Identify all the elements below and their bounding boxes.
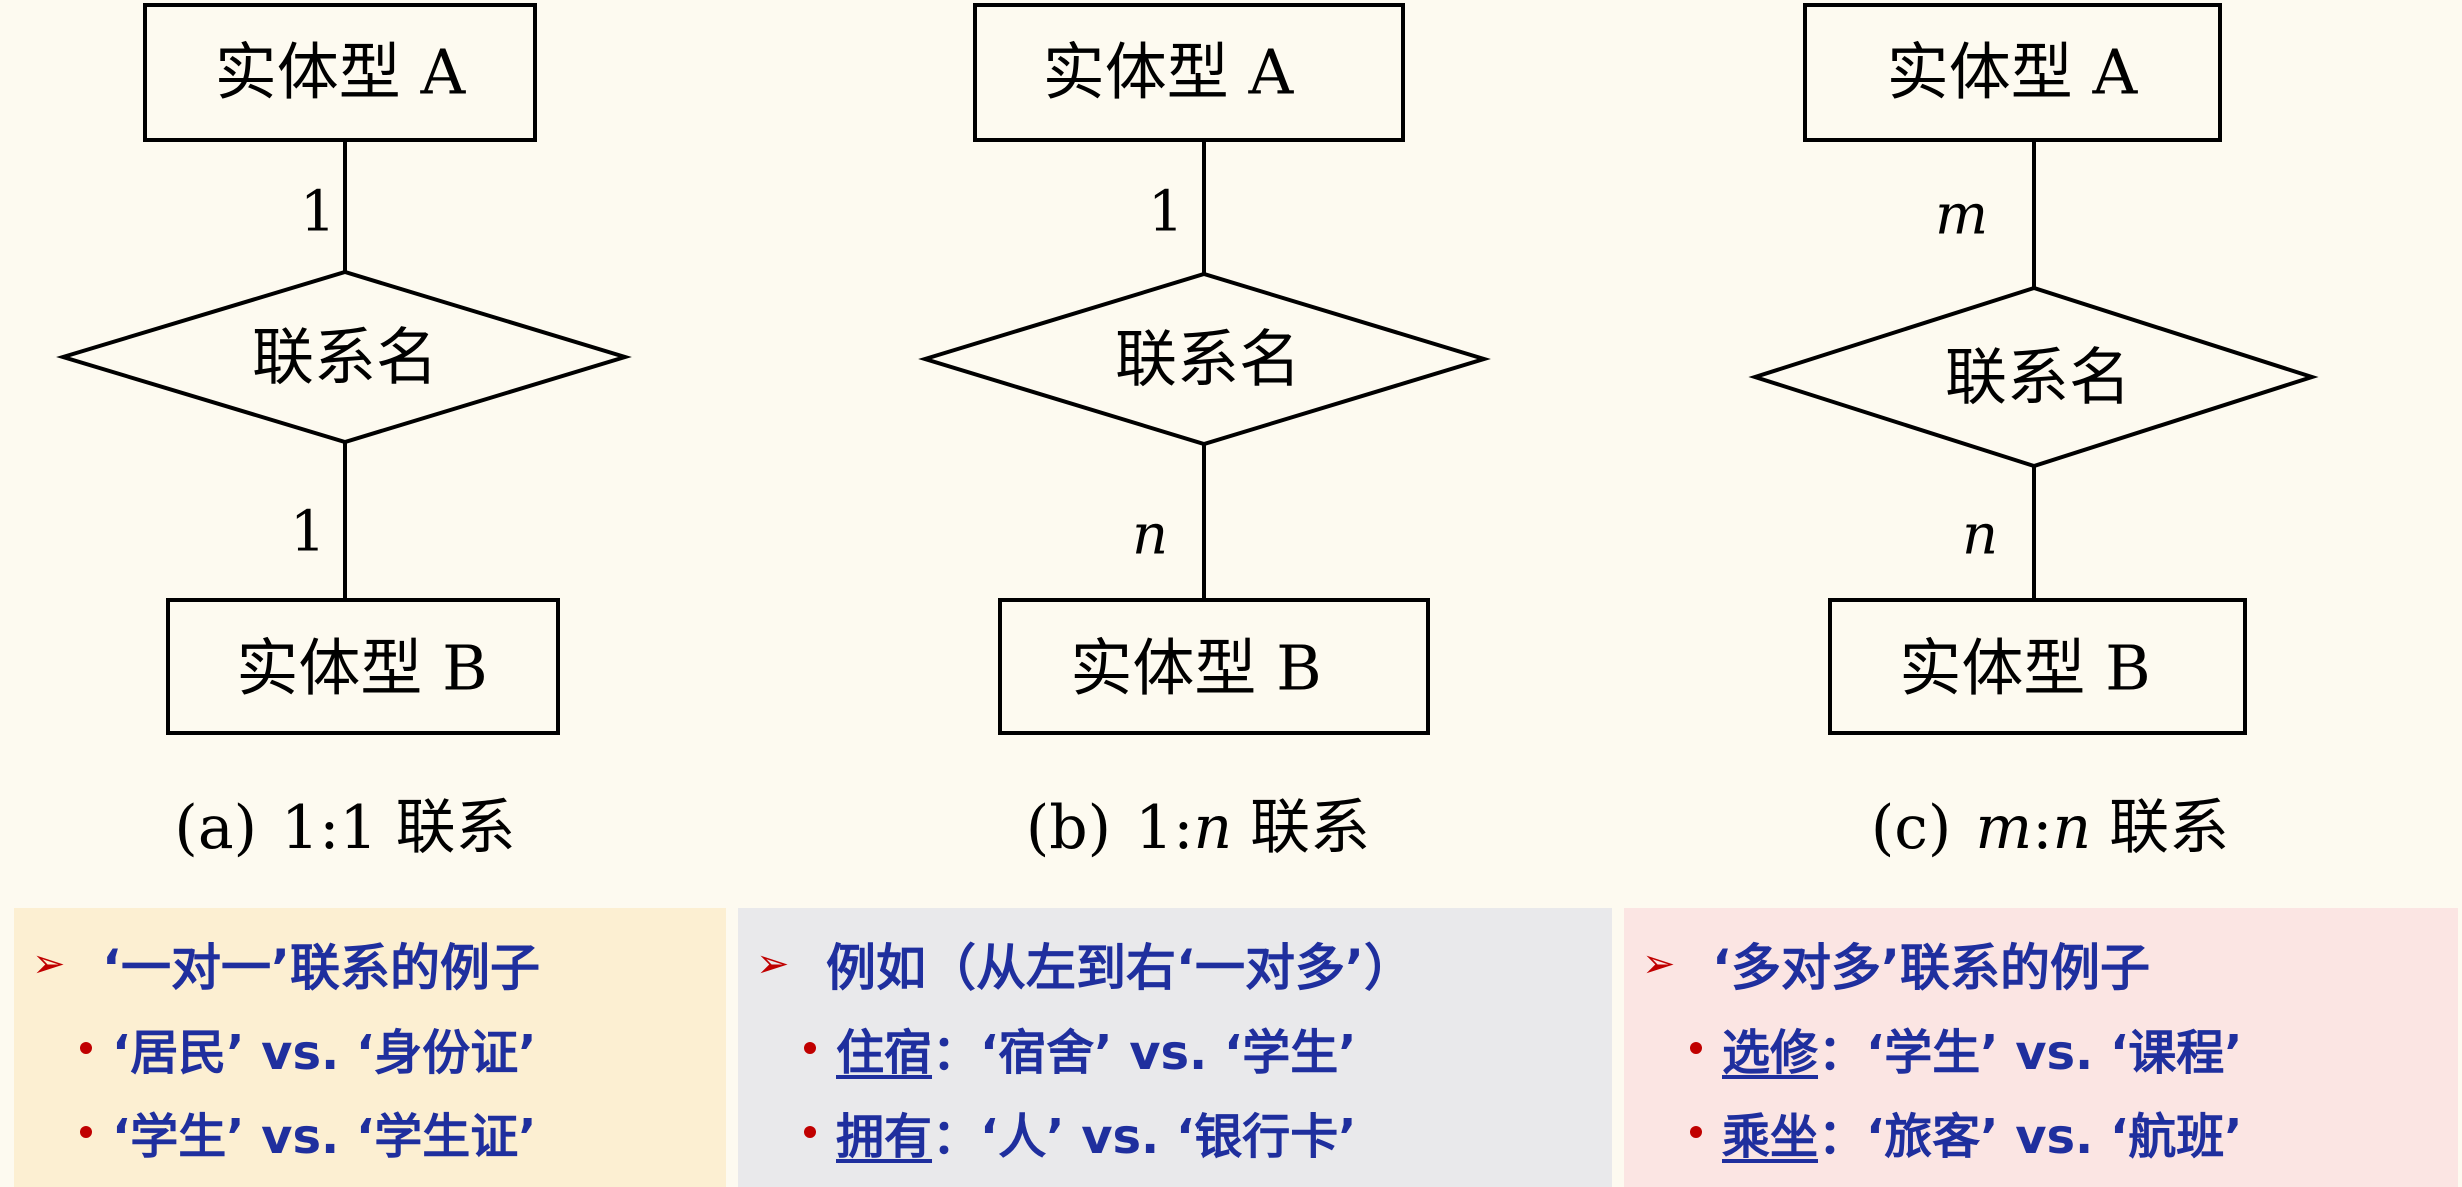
item-label: 乘坐 [1722,1109,1819,1165]
caption-ratio-b: 1 [339,793,377,863]
entity-b-label: 实体型 B [236,632,487,705]
relationship-label: 联系名 [1115,323,1301,396]
item-label: 拥有 [836,1109,933,1165]
list-item: 乘坐 ：‘旅客’ vs. ‘航班’ [1642,1090,2440,1174]
item-label: 住宿 [836,1025,933,1081]
dot-bullet-icon [80,1042,92,1054]
item-label: 选修 [1722,1025,1819,1081]
arrowhead-bullet-icon: ➢ [32,941,66,987]
dot-bullet-icon [80,1126,92,1138]
cardinality-bottom: 1 [290,500,326,565]
entity-a-label: 实体型 A [1043,36,1295,109]
caption: (b) 1:n 联系 [1026,793,1370,863]
cardinality-top: 1 [1148,180,1184,245]
item-text: ：‘旅客’ vs. ‘航班’ [1818,1109,2243,1165]
list-item: 住宿 ：‘宿舍’ vs. ‘学生’ [756,1006,1594,1090]
caption-ratio-a: 1 [281,793,319,863]
panel-many-to-many-examples: ➢ ‘多对多’联系的例子 选修 ：‘学生’ vs. ‘课程’ 乘坐 ：‘旅客’ … [1624,908,2458,1187]
entity-b-label: 实体型 B [1899,632,2150,705]
cardinality-top: 1 [300,180,336,245]
dot-bullet-icon [1690,1126,1702,1138]
caption-ratio-sep: : [1173,793,1193,863]
panel-heading-row: ➢ ‘一对一’联系的例子 [32,922,708,1006]
panel-heading-row: ➢ ‘多对多’联系的例子 [1642,922,2440,1006]
item-text: ：‘学生’ vs. ‘课程’ [1818,1025,2243,1081]
caption-ratio-a: m [1975,793,2032,863]
caption-suffix: 联系 [1250,793,1370,863]
caption: (c) m:n 联系 [1871,793,2229,863]
relationship-diamond [918,271,1491,447]
caption-prefix: (b) [1026,793,1111,863]
caption: (a) 1:1 联系 [174,793,515,863]
caption-prefix: (a) [174,793,257,863]
panel-heading: ‘一对一’联系的例子 [102,939,540,997]
caption-ratio-sep: : [2032,793,2052,863]
entity-a-box [973,3,1405,142]
item-text: ‘学生’ vs. ‘学生证’ [112,1109,537,1165]
caption-prefix: (c) [1871,793,1951,863]
entity-a-box [1803,3,2222,142]
entity-a-label: 实体型 A [1887,36,2139,109]
item-text: ：‘宿舍’ vs. ‘学生’ [932,1025,1357,1081]
entity-a-box [143,3,537,142]
cardinality-top: m [1935,183,1988,248]
dot-bullet-icon [1690,1042,1702,1054]
relationship-label: 联系名 [1945,341,2131,414]
caption-ratio-b: n [2052,793,2091,863]
cardinality-bottom: n [1962,503,1998,568]
panel-heading: 例如（从左到右‘一对多’） [826,939,1414,997]
item-text: ‘居民’ vs. ‘身份证’ [112,1025,537,1081]
dot-bullet-icon [804,1042,816,1054]
panel-heading: ‘多对多’联系的例子 [1712,939,2150,997]
entity-b-box [1828,598,2247,735]
dot-bullet-icon [804,1126,816,1138]
caption-ratio-sep: : [319,793,339,863]
caption-ratio-a: 1 [1135,793,1173,863]
panel-one-to-one-examples: ➢ ‘一对一’联系的例子 ‘居民’ vs. ‘身份证’ ‘学生’ vs. ‘学生… [14,908,726,1187]
relationship-label: 联系名 [252,321,438,394]
caption-suffix: 联系 [396,793,516,863]
caption-ratio-b: n [1193,793,1232,863]
list-item: ‘学生’ vs. ‘学生证’ [32,1090,708,1174]
relationship-diamond [1748,285,2319,469]
entity-b-label: 实体型 B [1070,632,1321,705]
item-text: ：‘人’ vs. ‘银行卡’ [932,1109,1357,1165]
entity-a-label: 实体型 A [215,36,467,109]
relationship-diamond [56,269,632,445]
cardinality-bottom: n [1132,503,1168,568]
list-item: ‘居民’ vs. ‘身份证’ [32,1006,708,1090]
entity-b-box [166,598,560,735]
caption-suffix: 联系 [2109,793,2229,863]
panel-one-to-many-examples: ➢ 例如（从左到右‘一对多’） 住宿 ：‘宿舍’ vs. ‘学生’ 拥有 ：‘人… [738,908,1612,1187]
list-item: 选修 ：‘学生’ vs. ‘课程’ [1642,1006,2440,1090]
panel-heading-row: ➢ 例如（从左到右‘一对多’） [756,922,1594,1006]
list-item: 拥有 ：‘人’ vs. ‘银行卡’ [756,1090,1594,1174]
arrowhead-bullet-icon: ➢ [1642,941,1676,987]
entity-b-box [998,598,1430,735]
arrowhead-bullet-icon: ➢ [756,941,790,987]
